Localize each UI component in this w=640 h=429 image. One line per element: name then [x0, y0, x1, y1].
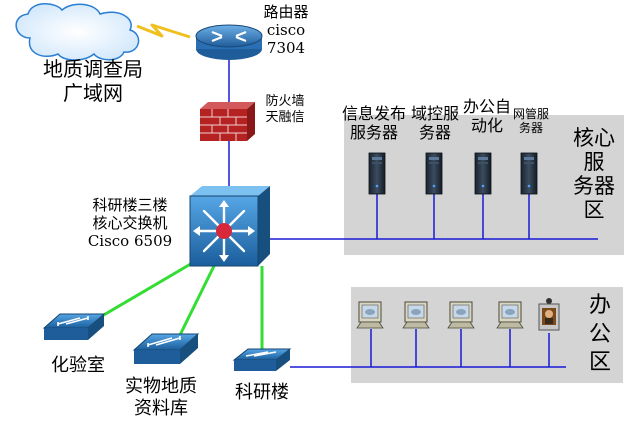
- access-switch-lab-icon: [42, 313, 106, 340]
- workstation-icon: [447, 301, 475, 329]
- workstation-icon: [356, 301, 384, 329]
- building-switch-label: 科研楼: [235, 382, 289, 403]
- video-phone-icon: [538, 298, 560, 331]
- workstation-icon: [496, 301, 524, 329]
- firewall-icon: [200, 102, 255, 141]
- core-switch-icon: [189, 186, 270, 267]
- wan-cloud-icon: [15, 3, 140, 61]
- core-lab-link: [101, 260, 195, 318]
- server-zone-label: 核心服 务器区: [573, 126, 615, 223]
- server-tower-icon: [520, 152, 538, 195]
- core-switch-label: 科研楼三楼 核心交换机 Cisco 6509: [87, 196, 173, 250]
- router-label: 路由器 cisco 7304: [263, 3, 309, 57]
- server-label-2: 域控服 务器: [410, 104, 459, 143]
- access-switch-building-icon: [232, 348, 292, 371]
- server-tower-icon: [425, 152, 443, 195]
- server-tower-icon: [368, 152, 386, 195]
- wan-label: 地质调查局 广域网: [43, 57, 143, 105]
- office-zone-label: 办公 区: [588, 293, 611, 376]
- wan-link: [136, 23, 191, 39]
- server-label-1: 信息发布 服务器: [341, 104, 406, 143]
- router-icon: [195, 24, 263, 60]
- core-archive-link: [178, 265, 216, 336]
- server-label-4: 网管服 务器: [512, 107, 549, 136]
- archive-switch-label: 实物地质 资料库: [125, 376, 197, 419]
- server-tower-icon: [474, 152, 492, 195]
- workstation-icon: [402, 301, 430, 329]
- access-switch-archive-icon: [132, 333, 200, 364]
- firewall-label: 防火墙 天融信: [265, 94, 305, 125]
- server-label-3: 办公自 动化: [462, 97, 511, 136]
- lab-switch-label: 化验室: [51, 355, 105, 376]
